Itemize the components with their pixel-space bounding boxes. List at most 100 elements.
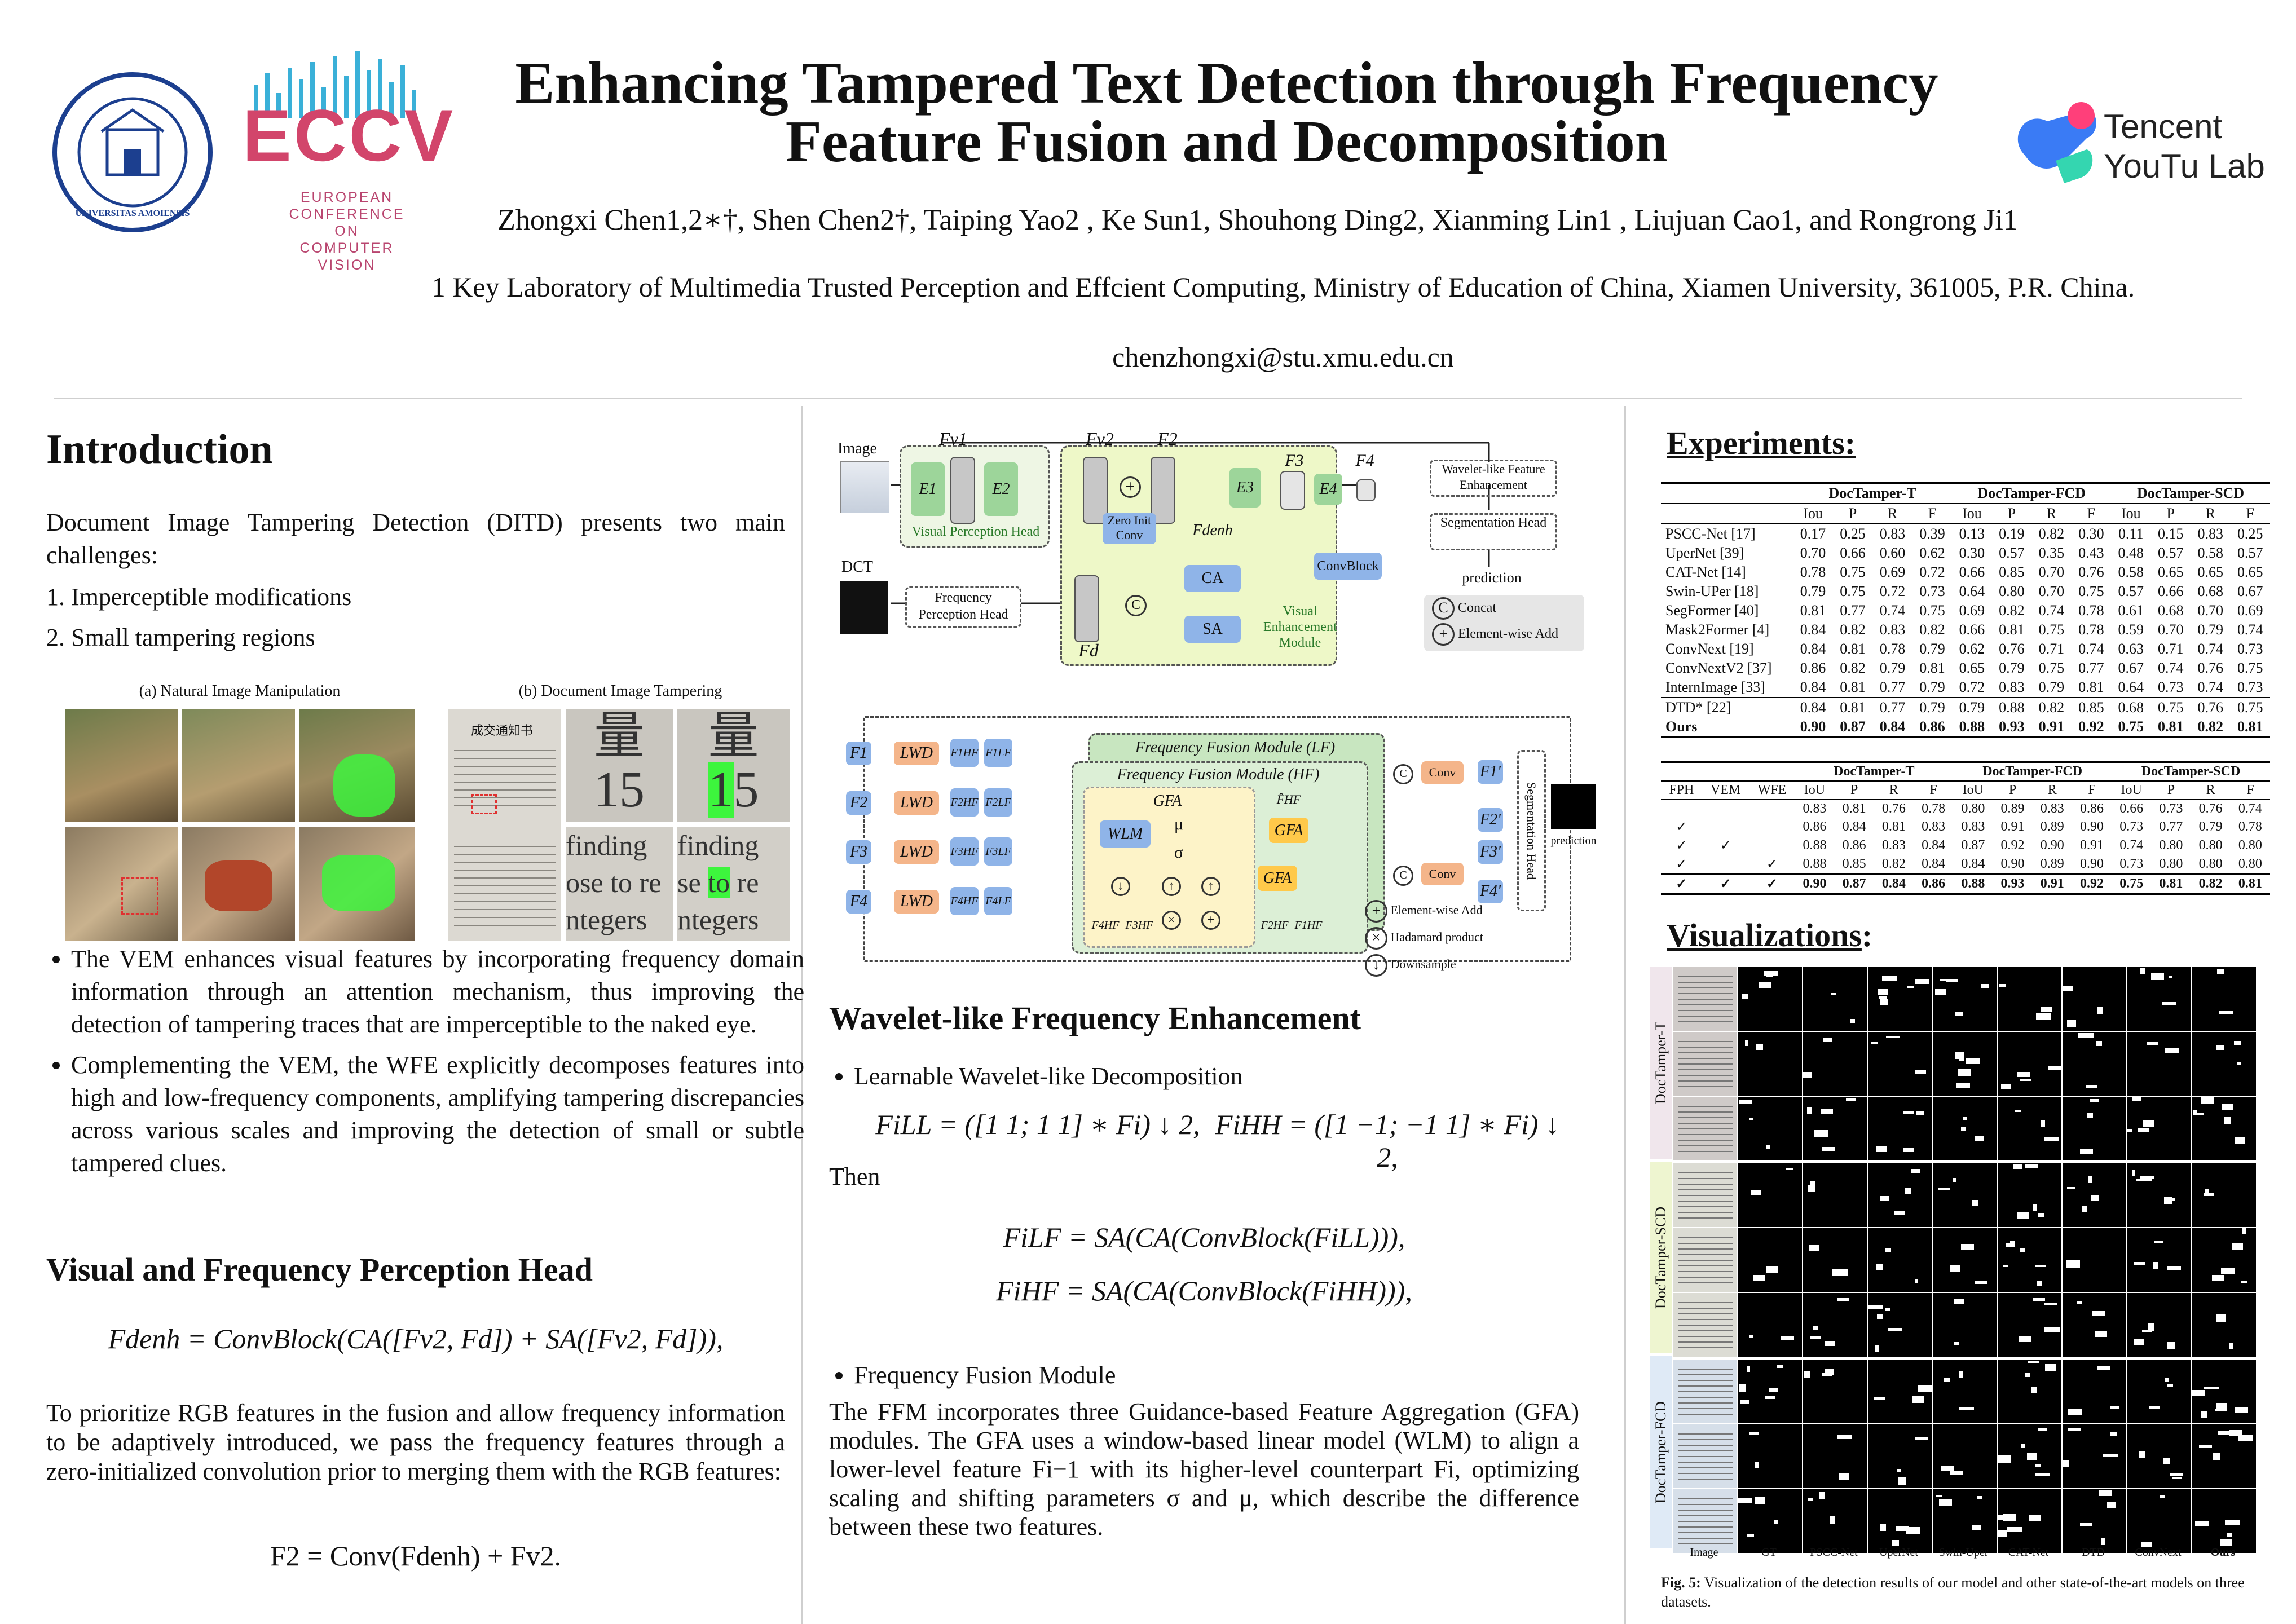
vis-mask-cell bbox=[2063, 1424, 2126, 1488]
vis-column-label: DTD bbox=[2081, 1546, 2105, 1559]
vis-mask-cell bbox=[1998, 1032, 2061, 1096]
wfe-then: Then bbox=[829, 1163, 880, 1190]
label-f3: F3 bbox=[1285, 451, 1304, 470]
output-f1: F1' bbox=[1478, 760, 1503, 784]
gfa-input-f4hf: F4HF bbox=[1091, 919, 1120, 932]
feature-fv2 bbox=[1083, 457, 1108, 524]
vis-mask-cell bbox=[1738, 967, 1802, 1031]
table-cell: ✓ bbox=[1720, 877, 1731, 892]
table-cell bbox=[1749, 818, 1795, 836]
table-cell: 0.81 bbox=[1800, 602, 1826, 619]
table-cell: 0.76 bbox=[2198, 801, 2223, 816]
doc-text-ose: ose to re bbox=[566, 867, 662, 898]
table-cell: 0.30 bbox=[1959, 545, 1985, 561]
contact-email[interactable]: chenzhongxi@stu.xmu.edu.cn bbox=[1112, 341, 1454, 373]
vis-column-label: Image bbox=[1690, 1546, 1718, 1559]
vis-input-image bbox=[1673, 967, 1737, 1031]
xmu-logo-text: UNIVERSITAS AMOIENSIS bbox=[75, 209, 190, 218]
vis-mask-cell bbox=[2063, 967, 2126, 1031]
vis-input-image bbox=[1673, 1489, 1737, 1553]
tencent-logo-line1: Tencent bbox=[2104, 108, 2223, 145]
gfa-label: GFA bbox=[1153, 792, 1182, 810]
vfph-paragraph: To prioritize RGB features in the fusion… bbox=[46, 1399, 785, 1485]
table-cell: 0.76 bbox=[2197, 699, 2223, 716]
table-cell: 0.76 bbox=[1999, 641, 2025, 657]
table-cell: 0.73 bbox=[2237, 679, 2263, 695]
vis-mask-cell bbox=[1998, 1097, 2061, 1160]
label-f4: F4 bbox=[1355, 451, 1374, 470]
table-cell: 0.75 bbox=[1840, 564, 1866, 580]
vis-mask-cell bbox=[1738, 1360, 1802, 1423]
fhat-label: F̂HF bbox=[1276, 792, 1301, 806]
vis-mask-cell bbox=[2127, 1097, 2191, 1160]
gfa-block-2: GFA bbox=[1258, 866, 1297, 891]
arch-prediction-label: prediction bbox=[1462, 570, 1522, 586]
table-cell: 0.77 bbox=[2159, 819, 2183, 834]
table-cell: 0.67 bbox=[2237, 583, 2263, 599]
vis-column-label: Ours bbox=[2210, 1546, 2236, 1559]
table-cell: 0.88 bbox=[1959, 718, 1985, 735]
table-cell: 0.57 bbox=[2118, 583, 2144, 599]
table-cell: 0.93 bbox=[1999, 718, 2025, 735]
table-cell: 0.15 bbox=[2158, 526, 2184, 542]
architecture-figure: Image DCT E1 Fv1 E2 Visual Perception He… bbox=[835, 417, 1590, 666]
ablation-corner bbox=[1661, 762, 1795, 782]
table-cell: 0.63 bbox=[2118, 641, 2144, 657]
table-cell bbox=[1702, 818, 1749, 836]
table-cell: 0.81 bbox=[1919, 660, 1945, 676]
table-cell: 0.66 bbox=[1959, 564, 1985, 580]
lf-feature-1: F1LF bbox=[984, 739, 1012, 767]
intro-item-2: 2. Small tampering regions bbox=[46, 624, 315, 651]
table-cell: 0.83 bbox=[2040, 801, 2064, 816]
encoder-e3: E3 bbox=[1229, 468, 1261, 508]
table-cell: 0.39 bbox=[1919, 526, 1945, 542]
vis-mask-cell bbox=[1803, 1228, 1867, 1292]
sota-group-fcd: DocTamper-FCD bbox=[1977, 485, 2086, 501]
vis-mask-cell bbox=[1868, 1163, 1932, 1227]
vis-mask-cell bbox=[1998, 967, 2061, 1031]
ffm-legend-add-icon: + bbox=[1365, 899, 1387, 923]
table-cell bbox=[1749, 836, 1795, 855]
table-cell: 0.77 bbox=[1840, 602, 1866, 619]
group-band-scd bbox=[1650, 1162, 1672, 1353]
table-cell: 0.79 bbox=[2198, 819, 2223, 834]
sigma-label: σ bbox=[1174, 843, 1184, 862]
fig-b-caption: (b) Document Image Tampering bbox=[518, 682, 722, 700]
table-cell: 0.17 bbox=[1800, 526, 1826, 542]
vis-mask-cell bbox=[1933, 1360, 1997, 1423]
ffm-figure: F1 F2 F3 F4 LWD LWD LWD LWD F1HF F1LF F2… bbox=[840, 716, 1597, 977]
vis-mask-cell bbox=[1933, 1424, 1997, 1488]
table-cell: 0.11 bbox=[2118, 526, 2144, 542]
ablation-group-scd: DocTamper-SCD bbox=[2141, 764, 2241, 779]
sa-block: SA bbox=[1184, 616, 1241, 643]
table-cell: 0.82 bbox=[2197, 718, 2223, 735]
table-cell: 0.75 bbox=[2038, 660, 2065, 676]
table-cell: 0.89 bbox=[2040, 819, 2064, 834]
sota-col-header: R bbox=[2046, 505, 2057, 522]
table-cell: 0.68 bbox=[2158, 602, 2184, 619]
ablation-group-fcd: DocTamper-FCD bbox=[1982, 764, 2083, 779]
legend-concat-label: Concat bbox=[1458, 601, 1496, 615]
table-cell: 0.75 bbox=[1919, 602, 1945, 619]
ablation-col-header: F bbox=[2088, 783, 2096, 797]
ffm-hf-label: Frequency Fusion Module (HF) bbox=[1117, 766, 1320, 783]
eccv-logo-text: ECCV bbox=[243, 94, 456, 176]
vis-mask-cell bbox=[2063, 1032, 2126, 1096]
table-cell: 0.75 bbox=[2038, 621, 2065, 638]
intro-item-1: 1. Imperceptible modifications bbox=[46, 583, 352, 611]
table-cell: 0.70 bbox=[1800, 545, 1826, 561]
table-cell: 0.91 bbox=[2038, 718, 2065, 735]
wfe-paragraph: The FFM incorporates three Guidance-base… bbox=[829, 1398, 1579, 1541]
authors: Zhongxi Chen1,2∗†, Shen Chen2†, Taiping … bbox=[497, 204, 2018, 236]
vis-mask-cell bbox=[2127, 1424, 2191, 1488]
wavelet-enhancement-block: Wavelet-like Feature Enhancement bbox=[1430, 460, 1557, 497]
title-line-2: Feature Fusion and Decomposition bbox=[785, 108, 1668, 174]
table-cell: 0.84 bbox=[1800, 679, 1826, 695]
table-cell: 0.88 bbox=[1803, 857, 1827, 871]
table-cell: ✓ bbox=[1766, 877, 1778, 892]
table-cell: 0.57 bbox=[2237, 545, 2263, 561]
table-cell: 0.81 bbox=[2237, 718, 2263, 735]
table-cell: 0.66 bbox=[1959, 621, 1985, 638]
